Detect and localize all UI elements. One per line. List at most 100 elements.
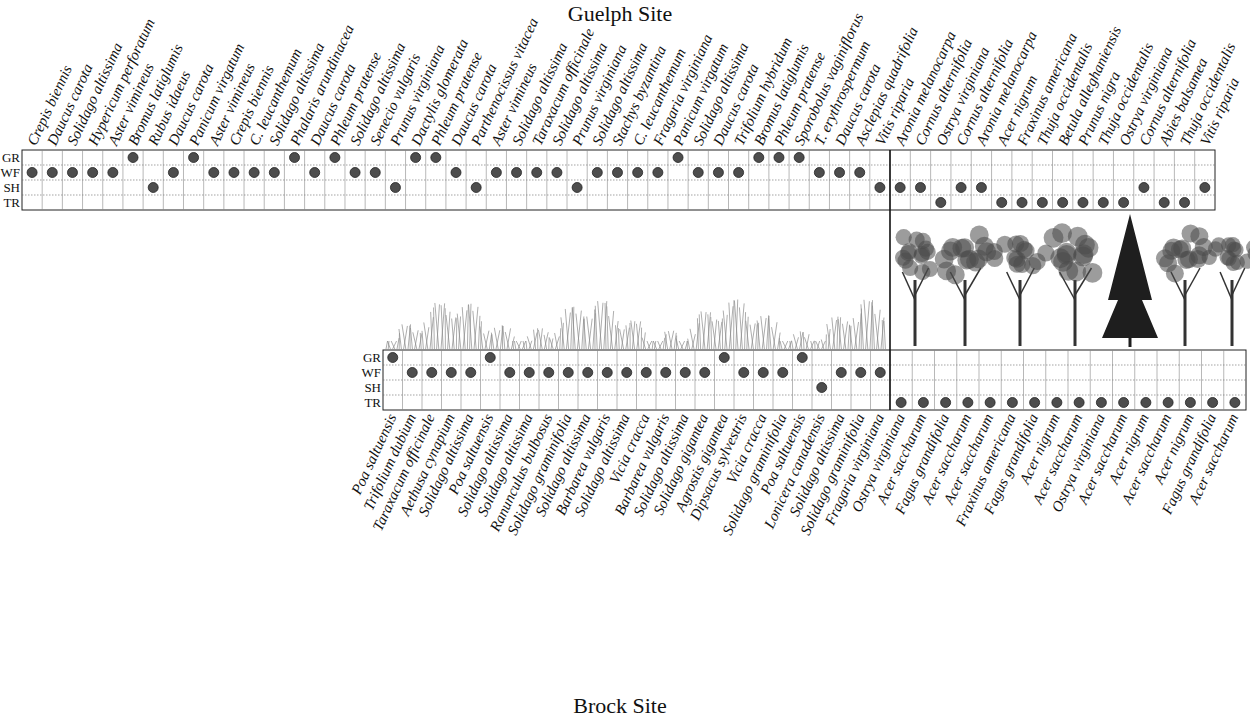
- grass-blade: [523, 341, 525, 349]
- grid-column-line: [910, 150, 911, 210]
- grass-blade: [803, 332, 805, 349]
- grid-column-line: [688, 150, 689, 210]
- grid-column-line: [1072, 150, 1073, 210]
- grass-blade: [576, 314, 580, 349]
- presence-dot: [485, 353, 495, 363]
- presence-dot: [1037, 198, 1047, 208]
- presence-dot: [310, 168, 320, 178]
- grid-column-line: [789, 150, 790, 210]
- tree-branch: [1220, 272, 1232, 300]
- presence-dot: [976, 183, 986, 193]
- grass-blade: [525, 341, 527, 349]
- grid-column-line: [1133, 150, 1134, 210]
- grass-blade: [712, 321, 716, 349]
- grid-column-line: [344, 150, 345, 210]
- grass-blade: [701, 311, 705, 349]
- grass-blade: [452, 317, 456, 349]
- presence-dot: [734, 168, 744, 178]
- grid-column-line: [486, 150, 487, 210]
- presence-dot: [680, 368, 690, 378]
- presence-dot: [350, 168, 360, 178]
- row-label: SH: [3, 181, 20, 195]
- grass-blade: [595, 306, 597, 349]
- grass-blade: [516, 341, 520, 349]
- site-title: Brock Site: [573, 694, 667, 717]
- presence-dot: [612, 168, 622, 178]
- grid-column-line: [647, 150, 648, 210]
- grid-column-line: [587, 150, 588, 210]
- presence-dot: [229, 168, 239, 178]
- presence-dot: [875, 183, 885, 193]
- tree-trunk: [914, 280, 917, 346]
- presence-dot: [956, 183, 966, 193]
- grass-blade: [631, 321, 635, 349]
- tree-crown: [1248, 246, 1250, 261]
- grass-blade: [594, 309, 595, 349]
- presence-dot: [918, 398, 928, 408]
- grass-blade: [386, 341, 388, 349]
- presence-dot: [758, 368, 768, 378]
- presence-dot: [552, 168, 562, 178]
- grass-blade: [572, 308, 575, 349]
- grid-column-line: [402, 350, 403, 410]
- grass-blade: [872, 306, 874, 349]
- grid-column-line: [546, 150, 547, 210]
- grass-blade: [494, 328, 498, 349]
- presence-dot: [963, 398, 973, 408]
- grass-blade: [433, 307, 435, 349]
- grass-blade: [584, 319, 586, 349]
- presence-dot: [661, 368, 671, 378]
- grass-blade: [842, 324, 845, 349]
- grass-blade: [424, 322, 428, 349]
- grass-blade: [780, 341, 782, 349]
- presence-dot: [778, 368, 788, 378]
- grass-blade: [690, 329, 694, 349]
- presence-dot: [471, 183, 481, 193]
- grass-blade: [734, 301, 738, 349]
- presence-dot: [1180, 198, 1190, 208]
- row-label: TR: [3, 196, 20, 210]
- grid-row-line: [383, 380, 1246, 381]
- grid-column-line: [143, 150, 144, 210]
- grass-blade: [665, 332, 668, 349]
- tree-trunk: [1129, 338, 1132, 347]
- grid-column-line: [656, 350, 657, 410]
- presence-dot: [108, 168, 118, 178]
- presence-dot: [390, 183, 400, 193]
- presence-dot: [370, 168, 380, 178]
- grid-column-line: [102, 150, 103, 210]
- presence-dot: [27, 168, 37, 178]
- grass-blade: [647, 341, 650, 349]
- tree-crown: [1165, 238, 1183, 256]
- presence-dot: [1200, 183, 1210, 193]
- grass-blade: [789, 341, 791, 349]
- grass-blade: [718, 322, 722, 349]
- presence-dot: [693, 168, 703, 178]
- grass-blade: [441, 303, 445, 349]
- row-label: GR: [363, 351, 381, 365]
- grass-blade: [529, 341, 532, 349]
- grass-blade: [445, 308, 446, 349]
- grass-blade: [607, 306, 608, 349]
- presence-dot: [1141, 398, 1151, 408]
- grass-blade: [864, 300, 868, 349]
- grass-blade: [604, 301, 607, 349]
- presence-dot: [1139, 183, 1149, 193]
- presence-dot: [168, 168, 178, 178]
- tree-crown: [1009, 256, 1026, 273]
- presence-dot: [148, 183, 158, 193]
- grass-blade: [410, 328, 412, 349]
- grass-blade: [782, 341, 786, 349]
- grid-column-line: [1112, 350, 1113, 410]
- grass-blade: [582, 316, 584, 349]
- grass-blade: [544, 335, 547, 349]
- tree-crown: [1073, 247, 1093, 267]
- grid-column-line: [1174, 150, 1175, 210]
- presence-dot: [719, 353, 729, 363]
- presence-dot: [512, 168, 522, 178]
- grass-blade: [534, 330, 536, 349]
- grass-blade: [729, 303, 732, 349]
- presence-dot: [1159, 198, 1169, 208]
- grass-blade: [778, 333, 781, 349]
- grass-blade: [641, 328, 642, 349]
